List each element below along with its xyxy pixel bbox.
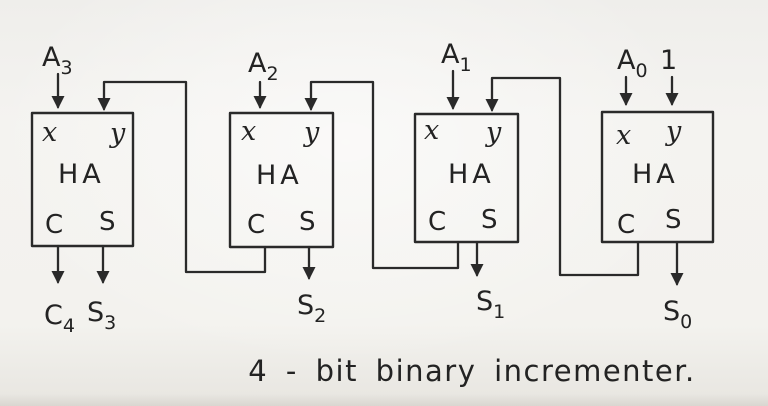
input-label-a1: A1	[441, 39, 472, 76]
ha-box	[413, 112, 520, 244]
output-label-s0: S0	[663, 296, 692, 333]
diagram-caption: 4 - bit binary incrementer.	[248, 354, 696, 388]
ha-box	[30, 111, 135, 248]
output-label-s2: S2	[297, 290, 326, 327]
port-label-x: x	[42, 117, 57, 148]
output-label-s1: S1	[476, 286, 505, 323]
port-label-s: S	[665, 205, 682, 235]
port-label-x: x	[241, 116, 256, 147]
port-label-y: y	[109, 118, 126, 149]
half-adder-bit0: x y HA C S A0 1 S0	[600, 45, 715, 333]
port-label-s: S	[299, 207, 316, 237]
ha-name: HA	[58, 159, 105, 190]
carry-wire-bit2-to-bit3	[97, 80, 267, 274]
input-label-a0: A0	[617, 45, 648, 82]
port-label-c: C	[45, 210, 63, 240]
ha-box	[600, 110, 715, 244]
ha-name: HA	[448, 159, 495, 190]
output-label-s3: S3	[87, 297, 116, 334]
port-label-x: x	[616, 120, 631, 151]
carry-wire-bit0-to-bit1	[485, 76, 640, 277]
ha-name: HA	[256, 160, 303, 191]
port-label-c: C	[428, 207, 446, 237]
ha-box	[228, 111, 335, 249]
port-label-y: y	[665, 116, 682, 147]
input-label-a3: A3	[42, 42, 73, 79]
port-label-s: S	[481, 205, 498, 235]
port-label-y: y	[485, 117, 502, 148]
port-label-c: C	[247, 210, 265, 240]
half-adder-bit3: x y HA C S A3 C4 S3	[30, 42, 135, 337]
input-label-const1: 1	[660, 45, 677, 76]
port-label-y: y	[303, 117, 320, 148]
output-label-c4: C4	[44, 300, 75, 337]
half-adder-bit2: x y HA C S A2 S2	[228, 48, 335, 327]
port-label-c: C	[617, 210, 635, 240]
ha-name: HA	[632, 159, 679, 190]
port-label-s: S	[99, 207, 116, 237]
carry-wire-bit1-to-bit2	[304, 80, 460, 270]
port-label-x: x	[424, 115, 439, 146]
input-label-a2: A2	[248, 48, 279, 85]
half-adder-bit1: x y HA C S A1 S1	[413, 39, 520, 323]
